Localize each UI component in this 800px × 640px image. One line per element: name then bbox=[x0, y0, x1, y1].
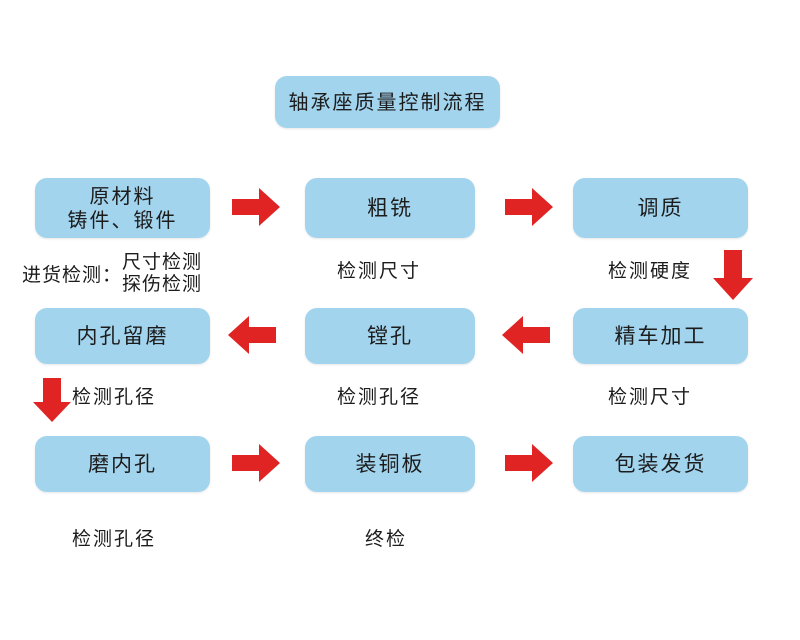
node-bore-grind-reserve[interactable]: 内孔留磨 bbox=[35, 308, 210, 364]
caption-check-hardness: 检测硬度 bbox=[608, 260, 692, 283]
caption-check-dimension-row1: 检测尺寸 bbox=[337, 260, 421, 283]
node-fine-turning-label: 精车加工 bbox=[614, 323, 707, 348]
node-grind-inner-hole-label: 磨内孔 bbox=[88, 451, 157, 476]
node-boring[interactable]: 镗孔 bbox=[305, 308, 475, 364]
node-install-copper-plate-label: 装铜板 bbox=[355, 451, 425, 476]
caption-check-bore-mid-row2-text: 检测孔径 bbox=[337, 386, 422, 408]
arrow-grind-to-copper bbox=[232, 444, 280, 482]
caption-check-bore-row3: 检测孔径 bbox=[72, 528, 156, 551]
caption-incoming-inspection: 进货检测： 尺寸检测 探伤检测 bbox=[22, 251, 203, 296]
caption-incoming-items: 尺寸检测 探伤检测 bbox=[122, 251, 203, 296]
caption-incoming-line-1: 尺寸检测 bbox=[122, 251, 203, 273]
arrow-rough-to-quench bbox=[505, 188, 553, 226]
node-packing-shipping[interactable]: 包装发货 bbox=[573, 436, 748, 492]
node-raw-material-label-1: 原材料 bbox=[89, 183, 156, 208]
caption-final-inspection: 终检 bbox=[365, 528, 407, 551]
node-raw-material-label-2: 铸件、锻件 bbox=[67, 208, 178, 232]
node-quench-temper-label: 调质 bbox=[637, 195, 684, 220]
caption-incoming-prefix: 进货检测： bbox=[22, 264, 123, 287]
caption-check-dimension-row2-text: 检测尺寸 bbox=[608, 386, 693, 408]
caption-incoming-line-2: 探伤检测 bbox=[122, 272, 203, 295]
node-grind-inner-hole[interactable]: 磨内孔 bbox=[35, 436, 210, 492]
node-raw-material[interactable]: 原材料 铸件、锻件 bbox=[35, 178, 210, 238]
caption-check-dimension-row1-text: 检测尺寸 bbox=[337, 260, 422, 282]
caption-check-bore-row3-text: 检测孔径 bbox=[72, 528, 157, 550]
node-packing-shipping-label: 包装发货 bbox=[614, 451, 707, 476]
node-rough-milling[interactable]: 粗铣 bbox=[305, 178, 475, 238]
caption-check-bore-left-row2-text: 检测孔径 bbox=[72, 386, 157, 408]
caption-check-bore-mid-row2: 检测孔径 bbox=[337, 386, 421, 409]
node-quench-temper[interactable]: 调质 bbox=[573, 178, 748, 238]
arrow-reserve-to-grind bbox=[33, 378, 71, 422]
caption-check-bore-left-row2: 检测孔径 bbox=[72, 386, 156, 409]
node-fine-turning[interactable]: 精车加工 bbox=[573, 308, 748, 364]
flowchart-title-node: 轴承座质量控制流程 bbox=[275, 76, 500, 128]
node-rough-milling-label: 粗铣 bbox=[367, 195, 413, 220]
arrow-raw-to-rough bbox=[232, 188, 280, 226]
caption-check-hardness-text: 检测硬度 bbox=[608, 260, 693, 282]
caption-final-inspection-text: 终检 bbox=[365, 528, 408, 550]
node-install-copper-plate[interactable]: 装铜板 bbox=[305, 436, 475, 492]
arrow-copper-to-packing bbox=[505, 444, 553, 482]
arrow-boring-to-reserve bbox=[228, 316, 276, 354]
caption-check-dimension-row2: 检测尺寸 bbox=[608, 386, 692, 409]
node-boring-label: 镗孔 bbox=[367, 323, 413, 348]
node-bore-grind-reserve-label: 内孔留磨 bbox=[76, 323, 169, 348]
arrow-quench-to-fine-turning bbox=[713, 250, 753, 300]
arrow-fine-turning-to-boring bbox=[502, 316, 550, 354]
page-title: 轴承座质量控制流程 bbox=[288, 89, 487, 114]
